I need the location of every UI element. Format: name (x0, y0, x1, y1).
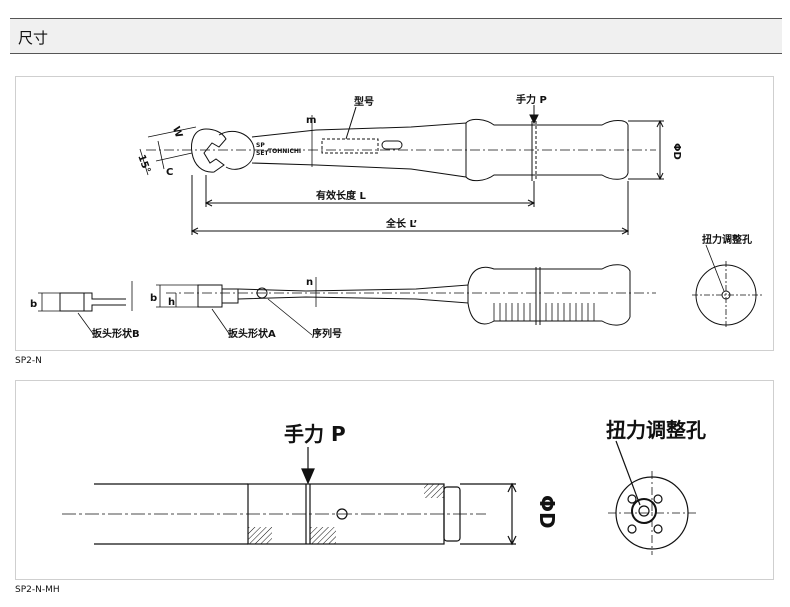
set-mark: SET (256, 150, 269, 157)
dim-w-label: W (170, 125, 184, 139)
dim-n-label: n (306, 277, 313, 288)
drawing-panel-sp2-n: 型号 手力 P 有效长度 L 全长 L’ 扭力调整孔 扳头形状B 扳头形状A 序… (15, 76, 774, 351)
sp2-n-mh-drawing: 手力 P 扭力调整孔 ΦD (62, 418, 706, 555)
model-label: 型号 (354, 95, 374, 108)
sp2-n-drawing: 型号 手力 P 有效长度 L 全长 L’ 扭力调整孔 扳头形状B 扳头形状A 序… (30, 93, 762, 340)
dim-c-label: C (166, 167, 173, 178)
wrench-head-a-label: 扳头形状A (228, 327, 276, 340)
dim-b-label: b (30, 299, 37, 310)
force-point-label: 手力 P (516, 93, 547, 106)
wrench-head-top (191, 128, 227, 173)
head-shape-a (197, 284, 223, 308)
serial-number-label: 序列号 (312, 327, 342, 340)
section-title: 尺寸 (18, 29, 49, 47)
dim-b2-label: b (150, 293, 157, 304)
mh-force-point-label: 手力 P (284, 422, 346, 446)
effective-length-label: 有效长度 L (316, 189, 366, 202)
drawing-panel-sp2-n-mh: 手力 P 扭力调整孔 ΦD (15, 380, 774, 580)
caption-sp2-n-mh: SP2-N-MH (15, 585, 60, 595)
handle-tube (94, 483, 248, 545)
caption-sp2-n: SP2-N (15, 356, 42, 366)
mh-dim-d-label: ΦD (535, 495, 559, 529)
head-ring (218, 130, 255, 170)
sp-mark: SP (256, 142, 265, 149)
adjust-hole-label: 扭力调整孔 (702, 233, 752, 246)
grip-knurl (493, 303, 595, 321)
model-label-plate (321, 138, 379, 154)
dim-h-label: h (168, 297, 175, 308)
grip-side (467, 264, 631, 326)
dim-d-label: ΦD (671, 143, 682, 160)
wrench-head-b-label: 扳头形状B (92, 327, 140, 340)
total-length-label: 全长 L’ (385, 217, 417, 230)
dim-m-label: m (306, 115, 316, 126)
slot-oval (381, 140, 403, 150)
mh-adjust-hole-label: 扭力调整孔 (606, 418, 706, 442)
brand-label: TOHNICHI (268, 148, 301, 155)
head-shape-b (59, 292, 85, 312)
section-header: 尺寸 (10, 18, 782, 54)
dim-angle-label: 15° (135, 153, 152, 175)
wrench-body-side (237, 284, 469, 304)
grip-top (465, 118, 629, 182)
